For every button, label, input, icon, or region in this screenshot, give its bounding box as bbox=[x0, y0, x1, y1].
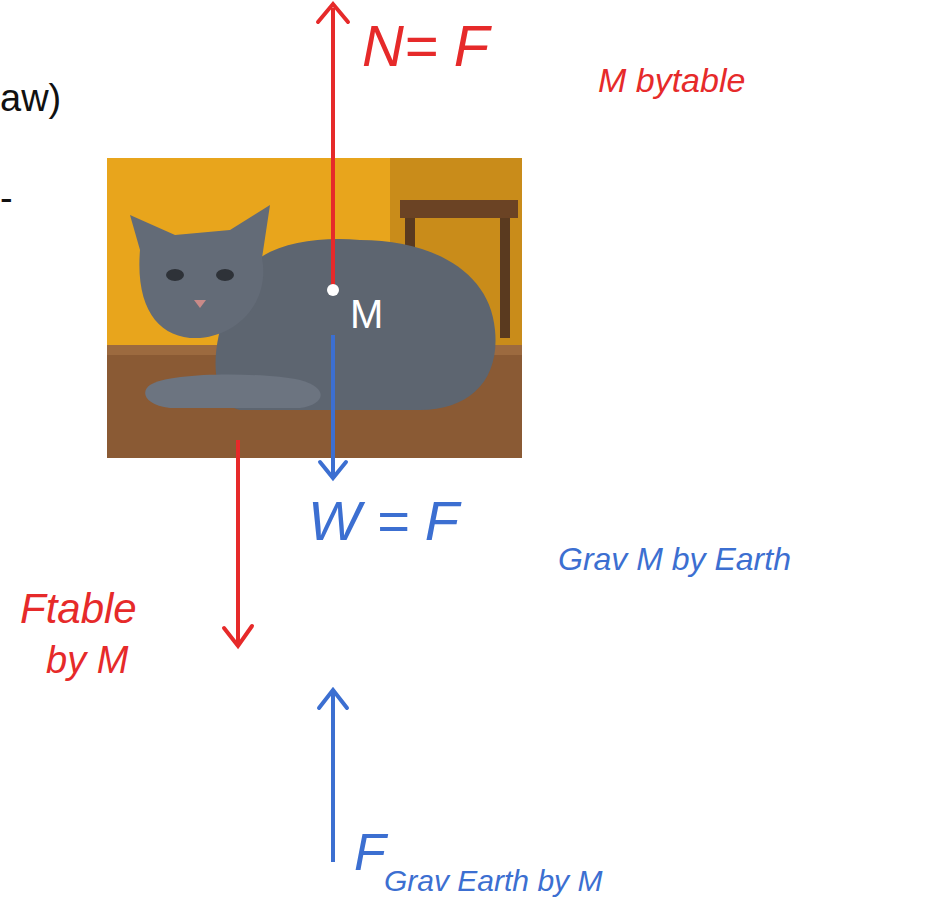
force-label: N= F bbox=[362, 14, 489, 78]
force-label: by M bbox=[46, 640, 128, 682]
table-force-arrow bbox=[236, 440, 240, 644]
earth-force-arrow bbox=[331, 692, 335, 862]
arrowhead bbox=[320, 462, 346, 478]
arrowhead bbox=[318, 4, 348, 22]
normal-force-arrow bbox=[331, 8, 335, 290]
center-of-mass-dot bbox=[327, 284, 339, 296]
cut-off-text: aw) bbox=[0, 78, 61, 120]
mass-label: M bbox=[350, 292, 383, 336]
force-subscript: M bytable bbox=[598, 62, 745, 99]
force-subscript: Grav M by Earth bbox=[558, 542, 791, 577]
force-subscript: Grav Earth by M bbox=[384, 864, 602, 897]
cat-photo bbox=[107, 158, 522, 458]
force-label: W = F bbox=[308, 490, 459, 552]
arrowhead bbox=[319, 690, 347, 708]
arrowhead bbox=[224, 626, 252, 646]
cut-off-text: - bbox=[0, 178, 13, 220]
force-label: Ftable bbox=[20, 586, 137, 632]
weight-arrow bbox=[331, 335, 335, 476]
force-label: F bbox=[354, 824, 386, 881]
